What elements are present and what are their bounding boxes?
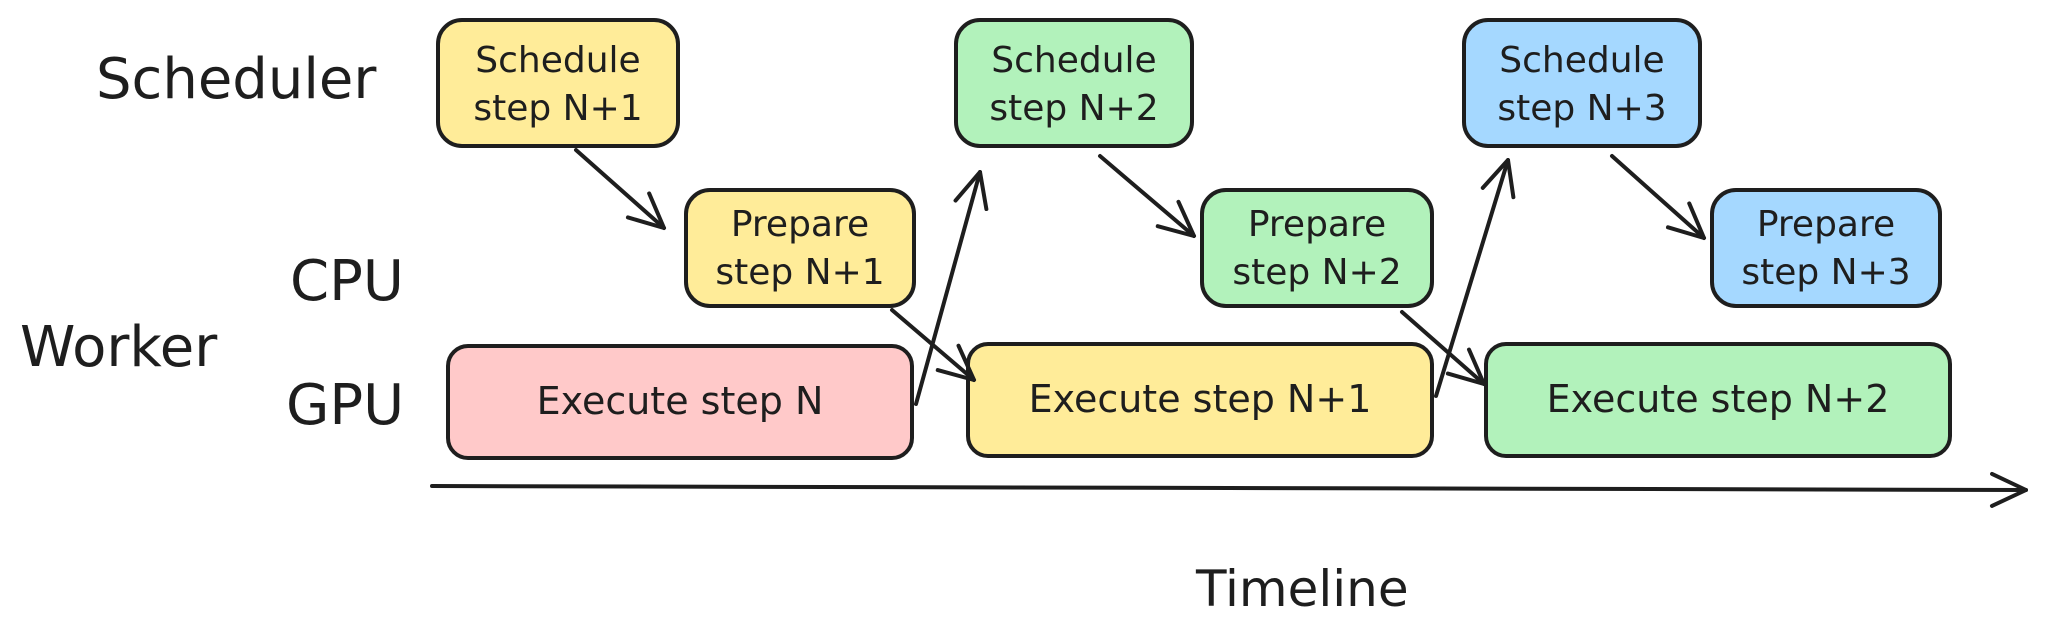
gpu-label: GPU (286, 373, 404, 438)
box-line-1: Schedule (1499, 40, 1664, 81)
arrow-schedule-n3-to-prepare-n3 (1610, 154, 1706, 240)
execute-step-n1-box: Execute step N+1 (966, 342, 1434, 458)
schedule-step-n3-box: Schedule step N+3 (1462, 18, 1702, 148)
box-label: Execute step N+1 (1029, 377, 1372, 421)
box-line-2: step N+3 (1497, 88, 1666, 129)
box-background (1484, 342, 1952, 458)
prepare-step-n1-box: Prepare step N+1 (684, 188, 916, 308)
box-line-1: Prepare (731, 204, 869, 245)
box-line-1: Prepare (1248, 204, 1386, 245)
box-line-2: step N+2 (989, 88, 1158, 129)
box-label: Execute step N+2 (1547, 377, 1890, 421)
box-line-1: Prepare (1757, 204, 1895, 245)
box-line-2: step N+3 (1741, 252, 1910, 293)
box-line-2: step N+1 (715, 252, 884, 293)
scheduler-label: Scheduler (96, 47, 377, 112)
timeline-axis-arrow (430, 471, 2028, 508)
arrow-prepare-n2-to-execute-n2 (1400, 310, 1486, 386)
execute-step-n2-box: Execute step N+2 (1484, 342, 1952, 458)
box-background (1710, 188, 1942, 308)
prepare-step-n2-box: Prepare step N+2 (1200, 188, 1434, 308)
execute-step-n-box: Execute step N (446, 344, 914, 460)
box-line-1: Schedule (475, 40, 640, 81)
box-background (1462, 18, 1702, 148)
box-background (954, 18, 1194, 148)
timeline-label: Timeline (1195, 560, 1409, 618)
box-background (446, 344, 914, 460)
box-background (966, 342, 1434, 458)
box-line-2: step N+1 (473, 88, 642, 129)
box-background (436, 18, 680, 148)
prepare-step-n3-box: Prepare step N+3 (1710, 188, 1942, 308)
box-line-1: Schedule (991, 40, 1156, 81)
worker-label: Worker (20, 315, 218, 380)
schedule-step-n2-box: Schedule step N+2 (954, 18, 1194, 148)
cpu-label: CPU (290, 249, 404, 314)
box-background (1200, 188, 1434, 308)
schedule-step-n1-box: Schedule step N+1 (436, 18, 680, 148)
arrow-schedule-n1-to-prepare-n1 (574, 148, 666, 230)
box-background (684, 188, 916, 308)
arrow-prepare-n1-to-execute-n1 (890, 308, 976, 382)
box-line-2: step N+2 (1232, 252, 1401, 293)
arrow-schedule-n2-to-prepare-n2 (1098, 154, 1196, 238)
box-label: Execute step N (537, 379, 824, 423)
arrow-execute-n-to-schedule-n2 (914, 170, 989, 406)
